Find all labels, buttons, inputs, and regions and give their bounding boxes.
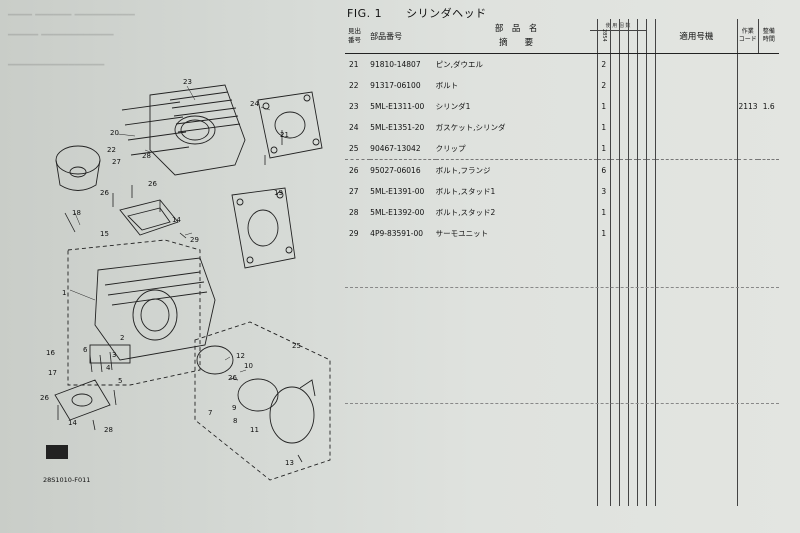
callout-13: 13 (285, 459, 294, 467)
cylinder-drawing (121, 84, 246, 176)
callout-17: 17 (48, 369, 57, 377)
callout-2: 2 (120, 334, 124, 342)
callout-6: 6 (83, 346, 88, 354)
callout-28: 28 (142, 152, 151, 160)
o-ring-drawing (196, 345, 234, 375)
header-ref: 見出番号 (345, 19, 371, 54)
header-use-3 (627, 19, 638, 54)
thermostat-assembly-box (194, 321, 331, 481)
callout-26-b: 26 (148, 180, 157, 188)
callout-21: 21 (280, 131, 289, 139)
callout-22: 22 (107, 146, 116, 154)
header-model: 適用号機 (655, 19, 738, 54)
callout-4: 4 (106, 364, 111, 372)
diagram-code: 28S1010-F011 (43, 476, 90, 484)
dashed-line (345, 287, 779, 288)
header-use-4 (636, 19, 647, 54)
callout-15: 15 (100, 230, 109, 238)
intake-joint-drawing (54, 379, 111, 421)
callout-14: 14 (172, 216, 181, 224)
callout-12: 12 (236, 352, 245, 360)
header-use-1 (609, 19, 620, 54)
callout-16: 16 (46, 349, 55, 357)
thermostat-housing-drawing (237, 378, 316, 444)
cam-cover-drawing (119, 199, 179, 236)
head-gasket-drawing (231, 187, 296, 269)
header-use-5 (646, 19, 656, 54)
callout-23: 23 (183, 78, 192, 86)
callout-18: 18 (72, 209, 81, 217)
callout-14-b: 14 (68, 419, 77, 427)
parts-table: 見出番号 部品番号 部 品 名摘 要 2854 適用号機 作業コード 整備時間 … (345, 19, 779, 506)
header-use-2 (618, 19, 629, 54)
callout-10: 10 (244, 362, 253, 370)
callout-28-b: 28 (104, 426, 113, 434)
parts-table-header: 見出番号 部品番号 部 品 名摘 要 2854 適用号機 作業コード 整備時間 (345, 19, 779, 54)
callout-5: 5 (118, 377, 122, 385)
flag-marker-icon (46, 445, 68, 459)
callout-24: 24 (250, 100, 259, 108)
header-description: 部 品 名摘 要 (435, 19, 598, 54)
header-qty: 2854 (596, 19, 611, 54)
dashed-line (345, 403, 779, 404)
exploded-parts-diagram: 23 24 20 21 27 28 22 26 26 19 18 14 15 2… (40, 78, 331, 484)
piston-drawing (55, 145, 101, 191)
cylinder-head-drawing (89, 257, 216, 364)
callout-8: 8 (233, 417, 237, 425)
figure-label: FIG. 1 (347, 7, 383, 20)
callout-29: 29 (190, 236, 199, 244)
figure-name: シリンダヘッド (406, 7, 487, 20)
callout-26-d: 26 (40, 394, 49, 402)
callout-20: 20 (110, 129, 119, 137)
callout-19: 19 (274, 189, 283, 197)
diagram-callouts: 23 24 20 21 27 28 22 26 26 19 18 14 15 2… (40, 78, 301, 484)
callout-27: 27 (112, 158, 121, 166)
callout-3: 3 (112, 351, 116, 359)
callout-26-a: 26 (100, 189, 109, 197)
ghost-text-bleed: ━━━━ ━━━━━━ ━━━━━━━━━━ ━━━━━ ━━━━━━━━━━━… (8, 10, 135, 71)
callout-11: 11 (250, 426, 259, 434)
callout-25: 25 (292, 342, 301, 350)
header-time: 整備時間 (757, 19, 779, 54)
cylinder-gasket-drawing (257, 91, 323, 159)
figure-title: FIG. 1 シリンダヘッド (347, 5, 487, 21)
header-code: 作業コード (736, 19, 759, 54)
callout-7: 7 (208, 409, 212, 417)
callout-26-c: 26 (228, 374, 237, 382)
dashed-separators (345, 0, 779, 533)
head-assembly-box (67, 239, 201, 386)
callout-1: 1 (62, 289, 66, 297)
header-part-no: 部品番号 (370, 19, 436, 54)
callout-9: 9 (232, 404, 236, 412)
